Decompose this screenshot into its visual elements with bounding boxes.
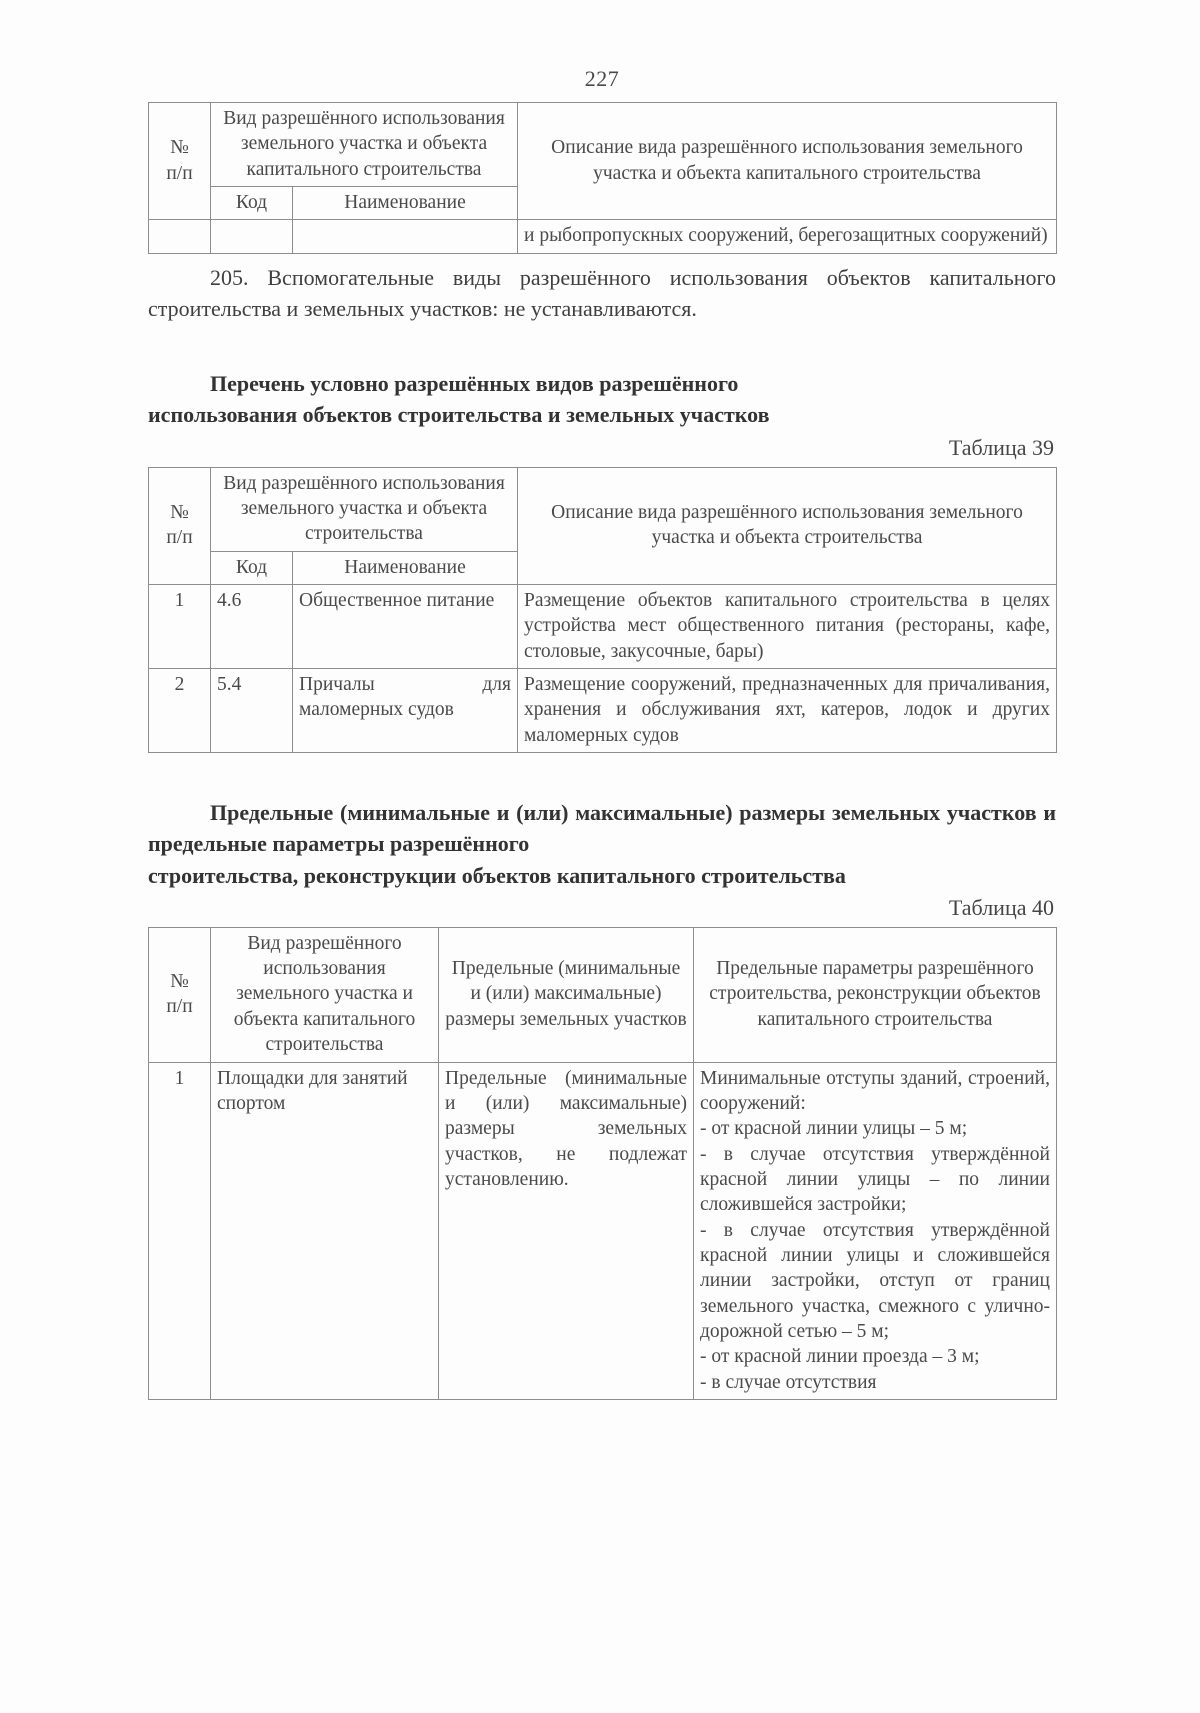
table39-header-num: № п/п — [148, 466, 211, 586]
params-item: - в случае отсутствия — [700, 1371, 877, 1393]
heading-conditional-line1: Перечень условно разрешённых видов разре… — [210, 371, 739, 397]
table40-header-params: Предельные параметры разрешённого строит… — [693, 926, 1057, 1063]
page-number: 227 — [584, 66, 620, 91]
cell-params: Минимальные отступы зданий, строений, со… — [693, 1061, 1057, 1400]
params-item: - в случае отсутствия утверждённой красн… — [700, 1219, 1050, 1342]
table-header-row: № п/п Вид разрешённого использования зем… — [148, 101, 1058, 221]
header-num-cell: № п/п — [148, 101, 211, 221]
cell-code: 4.6 — [210, 584, 293, 670]
table39-subheader-row: Код Наименование — [149, 550, 1057, 586]
table-39: № п/п Вид разрешённого использования зем… — [148, 466, 1057, 754]
cell-code — [210, 219, 293, 254]
table39-header-code: Код — [210, 550, 293, 586]
cell-description: Размещение объектов капитального строите… — [517, 584, 1057, 670]
heading-limit-parameters: Предельные (минимальные и (или) максимал… — [148, 797, 1056, 891]
cell-name: Общественное питание — [292, 584, 518, 670]
table-row: 1 Площадки для занятий спортом Предельны… — [148, 1061, 1057, 1400]
cell-sizes: Предельные (минимальные и (или) максимал… — [438, 1061, 694, 1400]
heading-limits-line2: земельных участков и предельные параметр… — [148, 800, 1056, 857]
cell-name: Причалы для маломерных судов — [292, 668, 518, 754]
cell-name — [291, 219, 519, 254]
header-num-line2: п/п — [166, 162, 193, 184]
params-item: - от красной линии проезда – 3 м; — [700, 1346, 980, 1368]
header-title: Наименование — [291, 186, 519, 221]
cell-code: 5.4 — [210, 668, 293, 754]
table-row: и рыбопропускных сооружений, берегозащит… — [148, 219, 1058, 254]
table40-header-num-line2: п/п — [166, 996, 193, 1018]
cell-num: 2 — [148, 668, 211, 754]
table-row: 2 5.4 Причалы для маломерных судов Разме… — [148, 668, 1057, 754]
table39-header-num-line1: № — [170, 502, 189, 523]
table39-header-title: Наименование — [292, 550, 518, 586]
params-intro: Минимальные отступы зданий, строений, со… — [700, 1067, 1050, 1114]
heading-conditional-line2: использования объектов строительства и з… — [148, 402, 770, 428]
table39-header-num-line2: п/п — [166, 527, 193, 549]
table40-header-num: № п/п — [148, 926, 211, 1063]
cell-vid: Площадки для занятий спортом — [210, 1061, 439, 1400]
heading-conditional-uses: Перечень условно разрешённых видов разре… — [148, 368, 1056, 430]
table-40: № п/п Вид разрешённого использования зем… — [148, 926, 1057, 1400]
cell-description: Размещение сооружений, предназначенных д… — [517, 668, 1057, 754]
paragraph-205: 205. Вспомогательные виды разрешённого и… — [148, 264, 1056, 321]
heading-limits-line3: строительства, реконструкции объектов ка… — [148, 862, 846, 888]
header-code: Код — [210, 186, 293, 221]
table39-header-row: № п/п Вид разрешённого использования зем… — [148, 466, 1057, 586]
table39-caption: Таблица 39 — [948, 434, 1054, 460]
cell-description: и рыбопропускных сооружений, берегозащит… — [517, 219, 1058, 254]
header-vid: Вид разрешённого использования земельног… — [209, 101, 519, 188]
cell-num — [148, 219, 211, 254]
table40-header-num-line1: № — [170, 970, 189, 992]
table40-header-sizes: Предельные (минимальные и (или) максимал… — [438, 926, 694, 1063]
table39-header-vid: Вид разрешённого использования земельног… — [210, 466, 518, 552]
page-content: 227 № п/п Вид разрешённого использования… — [148, 0, 1058, 1400]
header-num-line1: № — [170, 137, 189, 159]
cell-num: 1 — [148, 1061, 211, 1400]
table-subheader-row: Код Наименование — [149, 186, 1057, 221]
cell-num: 1 — [148, 584, 211, 670]
heading-limits-line1: Предельные (минимальные и (или) максимал… — [210, 800, 826, 826]
header-description: Описание вида разрешённого использования… — [517, 101, 1058, 221]
table-row: 1 4.6 Общественное питание Размещение об… — [148, 584, 1057, 670]
table39-header-description: Описание вида разрешённого использования… — [517, 466, 1057, 586]
params-item: - от красной линии улицы – 5 м; — [700, 1118, 968, 1140]
params-item: - в случае отсутствия утверждённой красн… — [700, 1143, 1050, 1216]
table40-header-vid: Вид разрешённого использования земельног… — [210, 926, 439, 1063]
table40-header-row: № п/п Вид разрешённого использования зем… — [148, 926, 1057, 1063]
table40-caption: Таблица 40 — [948, 894, 1054, 920]
table-continuation: № п/п Вид разрешённого использования зем… — [148, 101, 1058, 254]
